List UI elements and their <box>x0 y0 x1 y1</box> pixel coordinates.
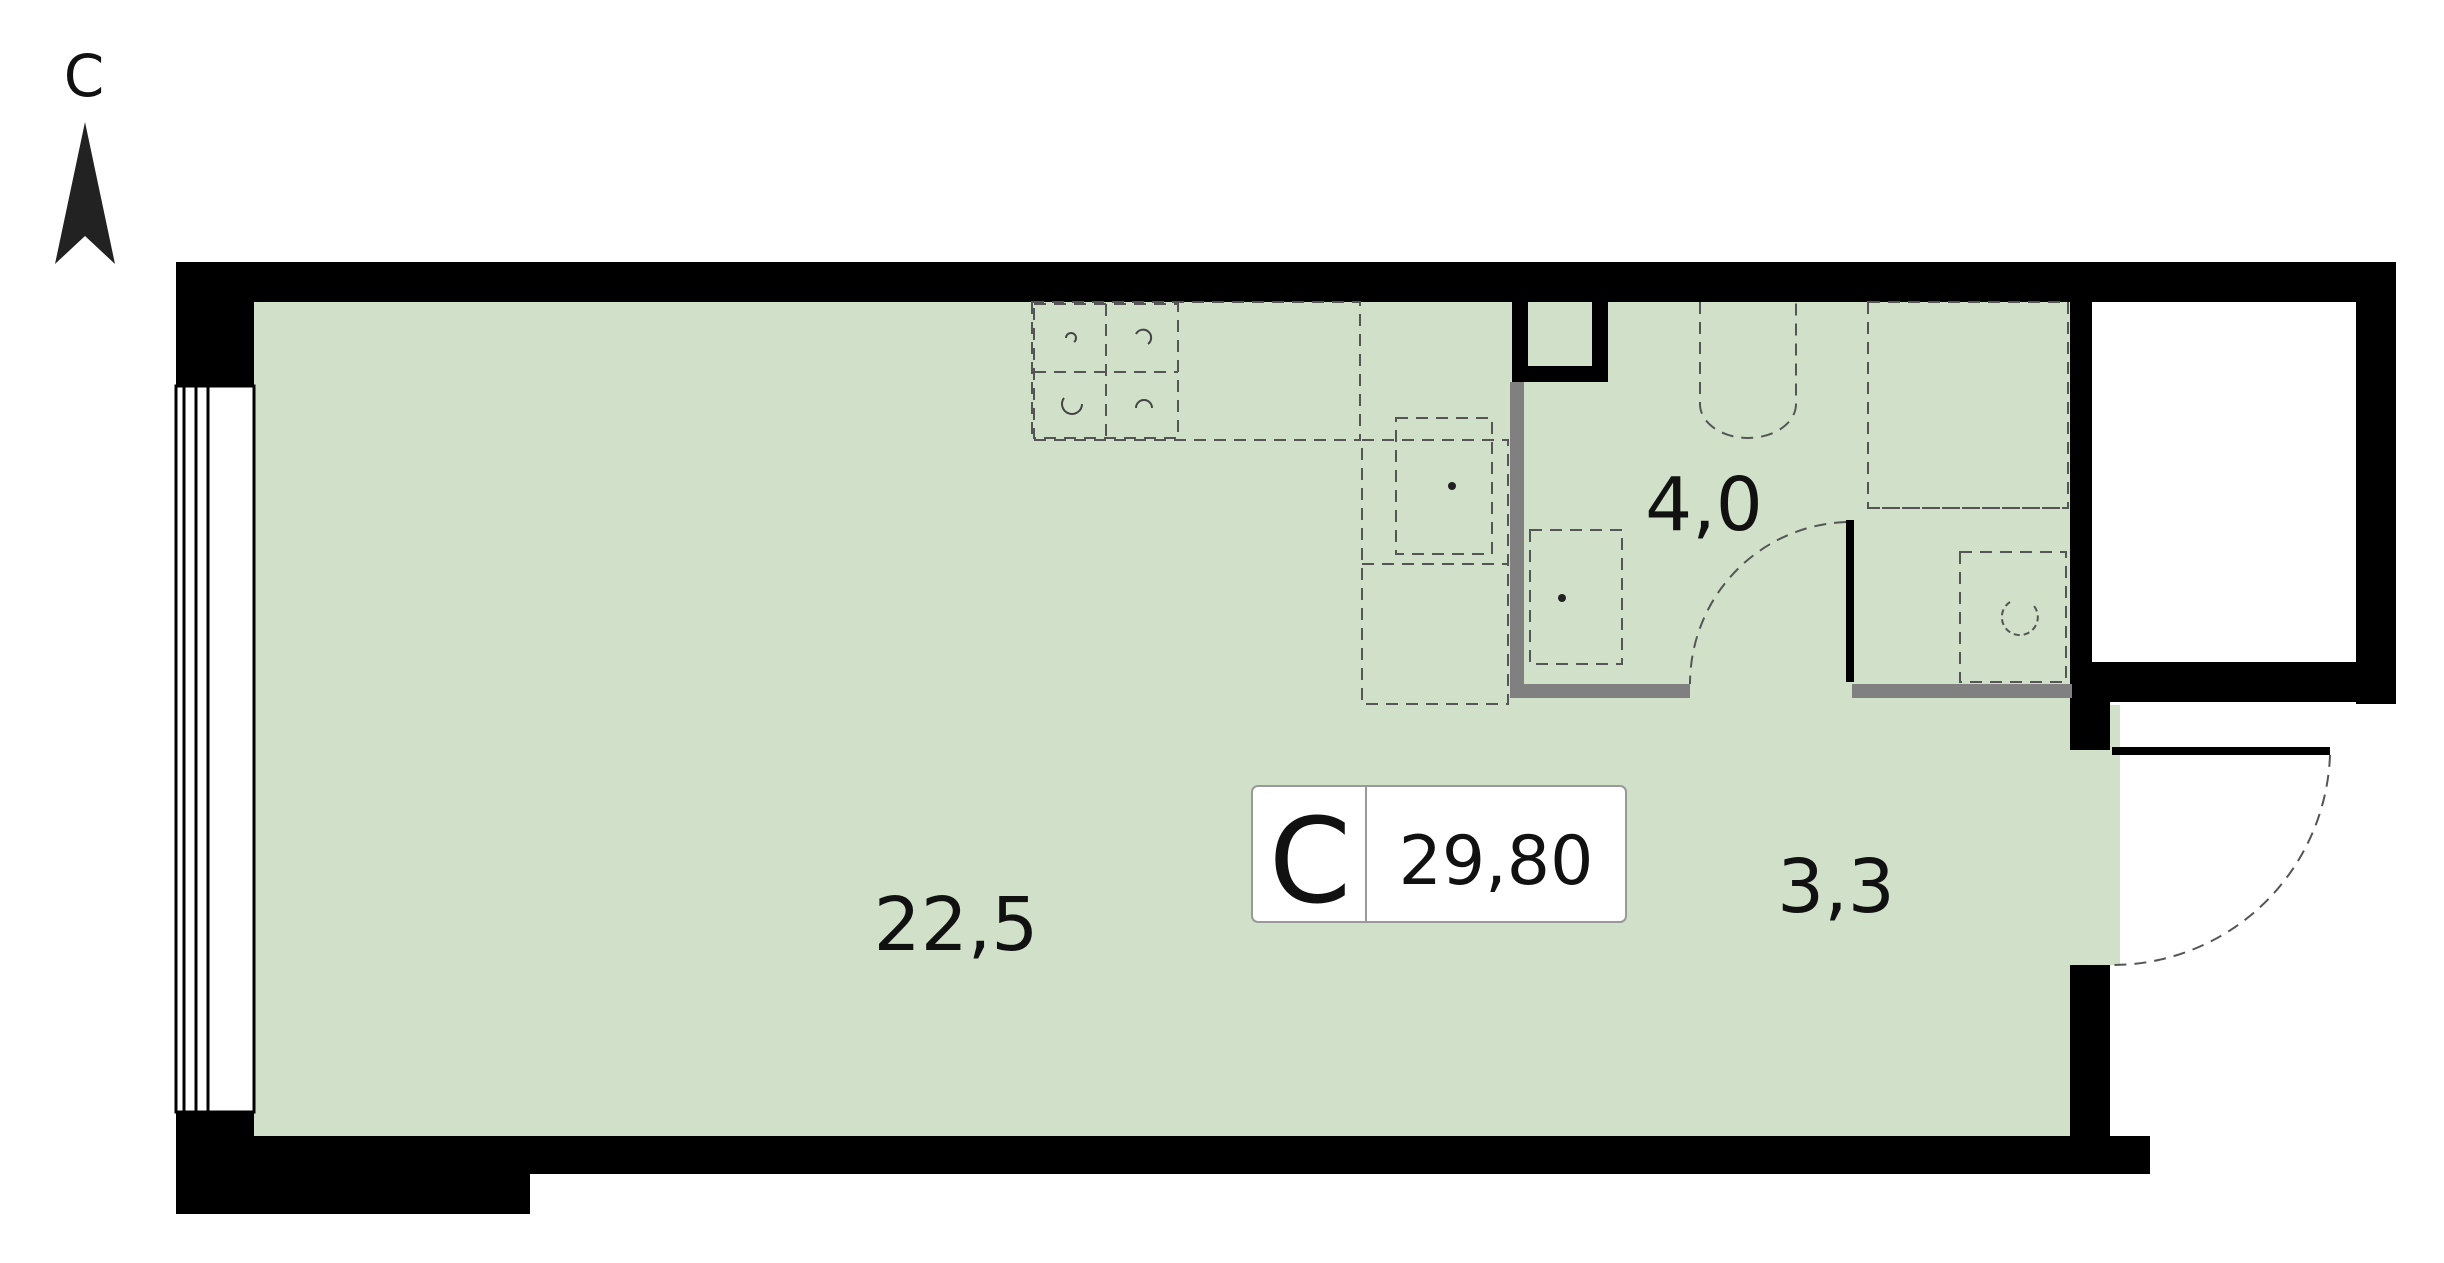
window <box>174 384 256 1114</box>
wall-left-bottom <box>176 1110 254 1214</box>
partition-bottom-right <box>1852 684 2072 698</box>
north-arrow-icon <box>55 122 115 264</box>
room-labels: 22,5 4,0 3,3 <box>874 462 1895 968</box>
wall-bath-door-jamb <box>1846 520 1854 682</box>
wall-left-top <box>176 262 254 388</box>
washing-machine <box>1395 417 1493 555</box>
kitchen-counter-corner <box>1361 439 1509 705</box>
burner-icon <box>1065 332 1077 343</box>
burner-icon <box>1135 328 1153 345</box>
wall-bottom-step <box>252 1136 530 1214</box>
washing-unit-dot <box>1558 594 1566 602</box>
sink <box>1959 551 2067 683</box>
bathroom-area: 4,0 <box>1645 462 1763 548</box>
washing-unit <box>1529 529 1623 665</box>
floor <box>252 300 2120 1136</box>
compass: С <box>55 42 115 264</box>
burner-icon <box>1135 399 1153 409</box>
hallway-area: 3,3 <box>1777 844 1895 930</box>
apartment-type-letter: С <box>1269 792 1351 930</box>
wall-right-shaft-bottom <box>2070 662 2396 702</box>
burner-icon <box>1061 397 1083 415</box>
door-leaf <box>2112 747 2330 755</box>
door-swing-arc <box>2111 754 2331 966</box>
partition-bottom-left <box>1510 684 1690 698</box>
compass-label: С <box>64 42 105 110</box>
wall-right-upper <box>2070 300 2092 666</box>
wall-top <box>176 262 2360 302</box>
partition-left <box>1510 382 1524 698</box>
wall-right-door-top <box>2070 662 2110 750</box>
wall-right-door-bottom <box>2070 965 2110 1137</box>
toilet <box>1699 302 1797 439</box>
badge-frame <box>1251 785 1627 923</box>
apartment-badge: С 29,80 <box>1251 785 1627 930</box>
bathroom-fixtures <box>1529 301 2069 683</box>
wall-bathroom-top-box-3 <box>1512 366 1608 382</box>
wall-bathroom-top-box <box>1512 300 1528 380</box>
kitchen-counter <box>1031 301 1361 441</box>
wall-bathroom-top-box-2 <box>1592 300 1608 380</box>
washing-machine-dot <box>1448 482 1456 490</box>
window-frame <box>174 384 256 1114</box>
bathroom-partitions <box>1510 382 2072 698</box>
bathroom-door-swing-arc <box>1689 521 1847 685</box>
wall-top-right-block <box>2356 262 2396 704</box>
sink-drain-icon <box>2000 601 2039 637</box>
exterior-walls <box>176 262 2396 1214</box>
entrance-door <box>2111 747 2331 966</box>
kitchen <box>1031 301 1509 705</box>
apartment-total-area: 29,80 <box>1399 822 1594 901</box>
wall-bottom <box>252 1136 2150 1174</box>
living-room-area: 22,5 <box>874 882 1039 968</box>
floor-main <box>252 300 2084 1136</box>
